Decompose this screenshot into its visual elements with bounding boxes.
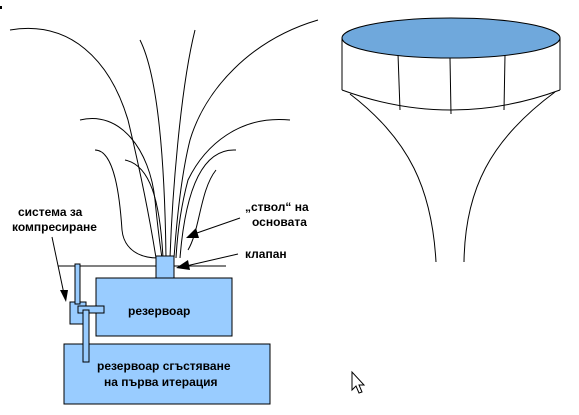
funnel-vase	[341, 17, 561, 263]
tank-label: резервоар	[128, 304, 190, 318]
stream-left-outer	[9, 28, 157, 259]
compressor-pipe-up	[74, 263, 81, 305]
mouse-pointer-icon	[351, 370, 366, 394]
stem-right	[463, 91, 556, 263]
vase-panel-line-1	[397, 53, 401, 111]
vase-lid	[341, 17, 561, 59]
compressor-pipe-down	[82, 309, 90, 363]
valve-arrow-head	[176, 260, 190, 270]
stream-right-loop	[187, 169, 217, 251]
vase-panel-line-3	[503, 54, 506, 111]
valve-arrow-line	[185, 253, 239, 267]
bottom-tank-box	[63, 343, 271, 405]
compression-arrow-head	[60, 290, 68, 302]
stream-right-inner	[179, 149, 237, 259]
vase-panel-line-2	[449, 57, 452, 115]
stream-center-right	[169, 29, 196, 259]
valve-trunk	[155, 255, 175, 281]
stream-left-loop	[94, 149, 159, 259]
stream-left-mid	[79, 118, 163, 259]
corner-mark	[0, 6, 2, 9]
stream-right-outer	[173, 19, 319, 259]
compressor-pipe-horizontal	[77, 305, 105, 314]
trunk-arrow-line	[193, 217, 241, 235]
stream-left-inner	[124, 159, 164, 259]
bottom-tank-label-line2: на първа итерация	[104, 375, 218, 389]
compression-arrow-line	[51, 236, 65, 295]
stream-right-mid	[175, 118, 291, 259]
label-arrows	[51, 217, 241, 302]
trunk-label-line1: „ствол“ на	[245, 200, 309, 214]
trunk-arrow-head	[186, 228, 199, 238]
bottom-tank-label-line1: резервоар сгъстяване	[97, 359, 231, 373]
stream-center-left	[139, 39, 167, 259]
compression-system	[69, 263, 105, 363]
tank-box	[95, 277, 233, 337]
valve-label: клапан	[245, 247, 287, 261]
stem-left	[349, 93, 437, 263]
trunk-label-line2: основата	[252, 215, 307, 229]
fountain-streams	[9, 19, 319, 259]
compression-label-line2: компресиране	[12, 220, 97, 234]
compression-label-line1: система за	[18, 205, 83, 219]
